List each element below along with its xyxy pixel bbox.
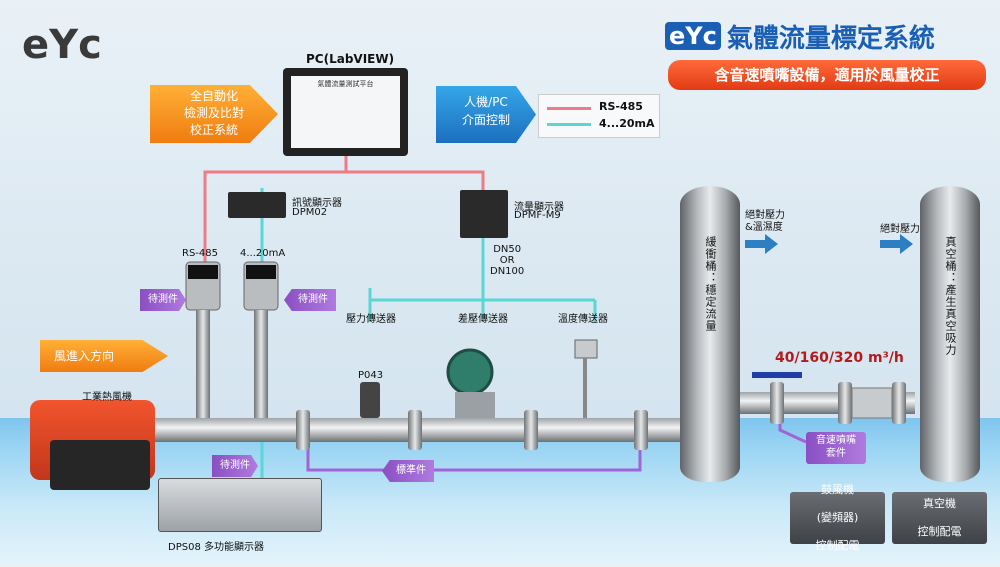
- flanges: [296, 382, 906, 450]
- callout-line: 校正系統: [189, 123, 238, 137]
- dpmf-model: DPMF-M9: [514, 210, 561, 221]
- header-subtitle: 含音速噴嘴設備，適用於風量校正: [668, 60, 986, 90]
- blower-base: [50, 440, 150, 490]
- test-tag-right: 待測件: [284, 289, 336, 311]
- dn-label: DN50 OR DN100: [490, 244, 524, 277]
- rs485-lines: [203, 156, 485, 262]
- ma-sensor-label: 4...20mA: [240, 248, 286, 259]
- blower-label: 工業熱風機: [82, 392, 132, 403]
- hmi-line: 介面控制: [461, 113, 510, 127]
- pc-monitor: 氣體流量測試平台: [283, 68, 408, 156]
- pc-title: PC(LabVIEW): [306, 52, 395, 66]
- callout-line: 全自動化: [189, 89, 238, 103]
- page-title: 氣體流量標定系統: [726, 23, 935, 54]
- dpmf-display: [460, 190, 508, 238]
- screen-title: 氣體流量測試平台: [317, 80, 374, 88]
- dps08-label: DPS08 多功能顯示器: [168, 542, 264, 553]
- standard-tag: 標準件: [382, 460, 434, 482]
- vacuum-ctrl-line: 真空機: [923, 497, 956, 510]
- logo: eYc: [22, 22, 102, 68]
- pressure-transmitter: [360, 382, 380, 418]
- standard-loop: [306, 435, 642, 472]
- buffer-tank-output: 絕對壓力 &溫濕度: [745, 210, 785, 234]
- flow-rates: 40/160/320 m³/h: [775, 350, 904, 366]
- vacuum-tank: [920, 186, 980, 482]
- vacuum-tank-label: 真空桶：產生真空吸力: [944, 236, 957, 356]
- dps08-display: [158, 478, 322, 532]
- blower-ctrl-line: (變頻器): [816, 511, 859, 524]
- dpmf-label: 流量顯示器: [514, 202, 564, 213]
- tank1-out-line: &溫濕度: [745, 222, 783, 233]
- dpm02-label: 訊號顯示器: [292, 198, 342, 209]
- hmi-arrow: 人機/PC 介面控制: [436, 86, 536, 143]
- legend-analog-label: 4...20mA: [599, 117, 655, 130]
- temperature-transmitter: [574, 339, 598, 359]
- header-brand: eYc: [665, 22, 721, 50]
- dn-line: OR: [499, 255, 515, 266]
- test-sensors: [185, 261, 279, 418]
- logo-text: eYc: [22, 22, 102, 68]
- temp-label: 溫度傳送器: [558, 314, 608, 325]
- bellows: [851, 387, 893, 419]
- diff-pressure-label: 差壓傳送器: [458, 314, 508, 325]
- test-tag-bottom: 待測件: [212, 455, 258, 477]
- hmi-line: 人機/PC: [464, 95, 508, 109]
- dpm02-display: [228, 192, 286, 218]
- nozzle-tag: 音速噴嘴 套件: [806, 432, 866, 464]
- pc-screen: 氣體流量測試平台: [291, 76, 400, 148]
- header-title: eYc 氣體流量標定系統: [665, 18, 985, 54]
- buffer-tank-label: 緩衝桶：穩定流量: [704, 236, 717, 332]
- tank1-out-line: 絕對壓力: [745, 210, 785, 221]
- dn-line: DN100: [490, 266, 525, 277]
- pressure-label: 壓力傳送器: [346, 314, 396, 325]
- blower-controller: 鼓風機 (變頻器) 控制配電: [790, 483, 885, 552]
- rs485-sensor-label: RS-485: [182, 248, 218, 259]
- buffer-tank: [680, 186, 740, 482]
- valve-handle: [752, 372, 802, 378]
- p043-label: P043: [358, 370, 384, 381]
- wind-direction-arrow: 風進入方向: [40, 340, 168, 372]
- callout-line: 檢測及比對: [183, 106, 244, 120]
- legend-rs485-label: RS-485: [599, 100, 643, 113]
- test-tag-left: 待測件: [140, 289, 186, 311]
- vacuum-controller: 真空機 控制配電: [892, 492, 987, 544]
- blower-ctrl-line: 鼓風機: [821, 483, 854, 496]
- dn-line: DN50: [493, 244, 522, 255]
- dpm02-model: DPM02: [292, 207, 328, 218]
- legend-rs485-swatch: [547, 107, 591, 110]
- diff-pressure-transmitter: [446, 348, 494, 396]
- auto-calibration-callout: 全自動化 檢測及比對 校正系統: [150, 85, 278, 143]
- vacuum-tank-output: 絕對壓力: [880, 224, 920, 235]
- vacuum-ctrl-line: 控制配電: [917, 525, 962, 538]
- legend: RS-485 4...20mA: [538, 94, 660, 138]
- legend-analog-swatch: [547, 123, 591, 126]
- blower-ctrl-line: 控制配電: [815, 539, 860, 552]
- nozzle-line: 套件: [826, 448, 846, 459]
- nozzle-line: 音速噴嘴: [816, 435, 856, 446]
